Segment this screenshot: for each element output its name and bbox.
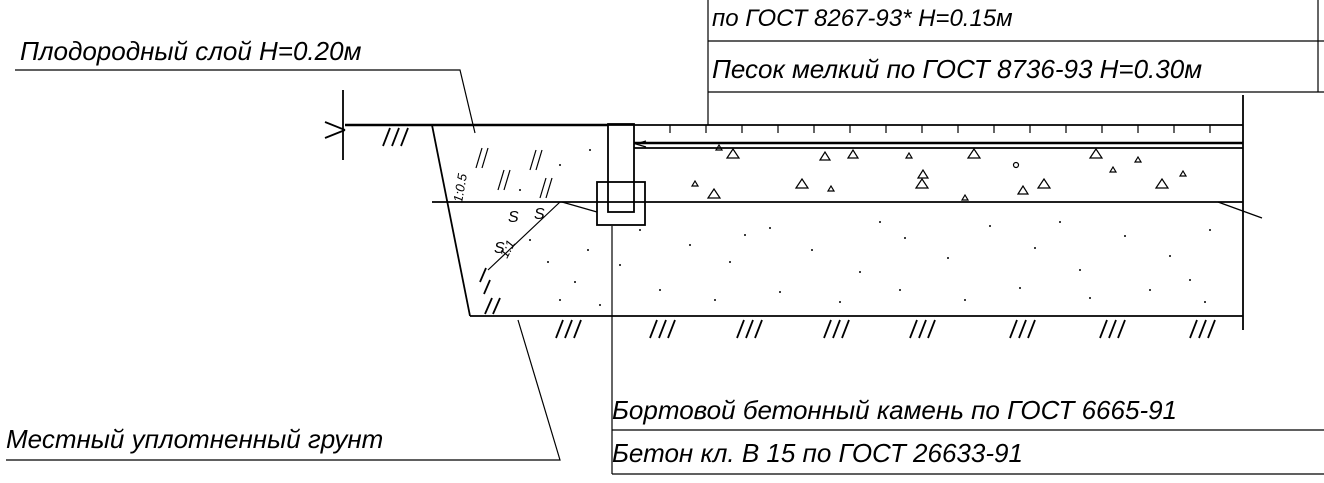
fertile-layer-hatching	[475, 147, 553, 199]
excavation-slope-upper	[431, 124, 471, 317]
top-layer-label-line1: по ГОСТ 8267-93* Н=0.15м	[712, 5, 1013, 32]
slope-s-mark-1: S	[508, 209, 519, 226]
soil-hatching	[382, 127, 1216, 339]
local-soil-label: Местный уплотненный грунт	[6, 424, 383, 454]
concrete-label: Бетон кл. В 15 по ГОСТ 26633-91	[612, 438, 1023, 468]
curb-stone	[607, 123, 635, 213]
fertile-layer-leader	[15, 69, 476, 134]
sand-dot-pattern	[519, 149, 1211, 306]
break-line	[1217, 201, 1263, 219]
fertile-layer-label: Плодородный слой Н=0.20м	[20, 36, 362, 66]
local-soil-leader	[6, 319, 561, 461]
fill-slope-line	[487, 201, 561, 271]
gravel-aggregate-pattern	[690, 143, 1188, 201]
curb-stone-label: Бортовой бетонный камень по ГОСТ 6665-91	[612, 395, 1177, 425]
slope-upper-label: 1:0.5	[450, 172, 470, 204]
top-layer-label-line2: Песок мелкий по ГОСТ 8736-93 Н=0.30м	[712, 54, 1202, 84]
asphalt-arrow	[633, 140, 647, 148]
curb-backfill-line	[561, 201, 598, 213]
slope-s-mark-2: S	[534, 206, 545, 223]
slope-lower-label: 1:1	[496, 237, 518, 260]
concrete-base	[596, 181, 646, 226]
pavement-top-ticks	[669, 125, 1211, 133]
level-marker-icon	[324, 90, 346, 160]
slope-s-mark-3: S	[494, 240, 505, 257]
